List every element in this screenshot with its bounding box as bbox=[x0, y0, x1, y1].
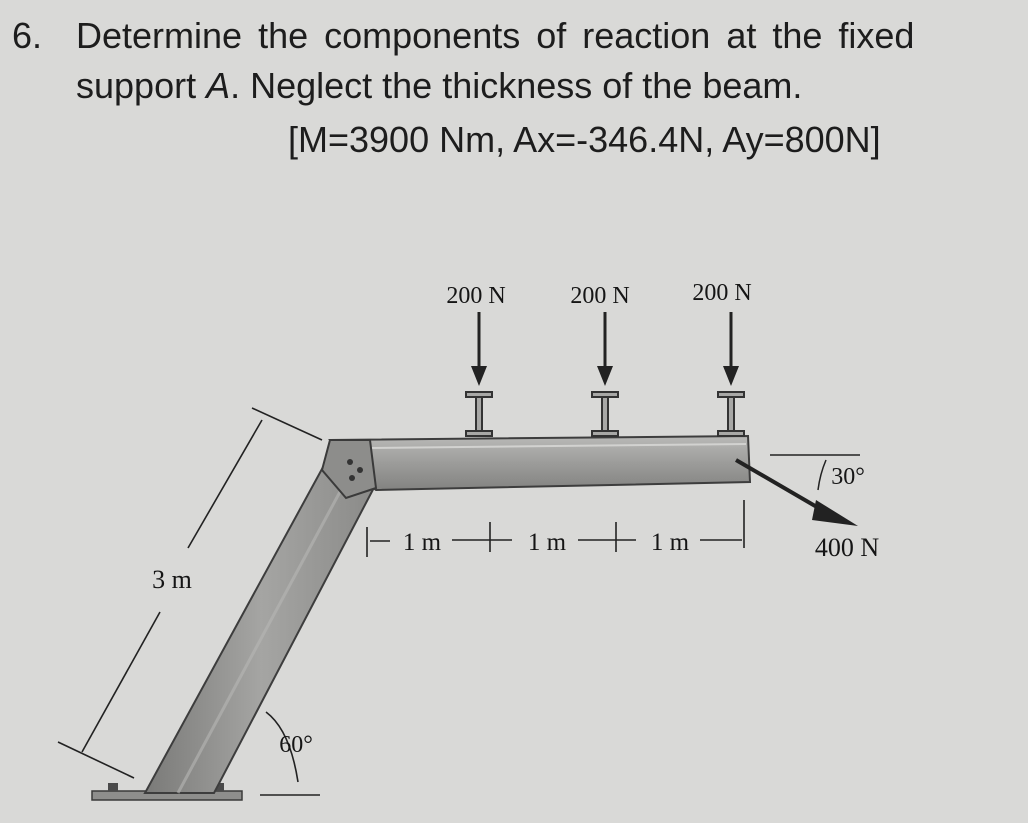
column-angle-label: 60° bbox=[279, 732, 313, 758]
span-label-2: 1 m bbox=[528, 529, 567, 556]
column-angle-marker bbox=[260, 711, 320, 796]
span-dimension bbox=[366, 500, 745, 557]
question-text-line2-post: . Neglect the thickness of the beam. bbox=[230, 65, 803, 106]
question-text-line1: Determine the components of reaction at … bbox=[76, 15, 915, 56]
force-angle-label: 30° bbox=[831, 464, 865, 490]
span-label-1: 1 m bbox=[403, 529, 442, 556]
span-label-3: 1 m bbox=[651, 529, 690, 556]
column-dimension bbox=[57, 407, 323, 779]
column-length-label: 3 m bbox=[152, 565, 192, 594]
load-posts bbox=[465, 391, 745, 437]
support-label-inline: A bbox=[206, 65, 231, 106]
question-number: 6. bbox=[12, 15, 43, 56]
load-arrows bbox=[471, 312, 739, 386]
load-label-1: 200 N bbox=[446, 283, 505, 309]
question-text-line2-pre: support bbox=[76, 65, 207, 106]
answer-key: [M=3900 Nm, Ax=-346.4N, Ay=800N] bbox=[288, 119, 881, 160]
corner-joint bbox=[320, 439, 378, 500]
force-value-label: 400 N bbox=[815, 533, 880, 562]
load-label-2: 200 N bbox=[570, 283, 629, 309]
load-label-3: 200 N bbox=[692, 280, 751, 306]
question-text-line2: support A. Neglect the thickness of the … bbox=[76, 64, 802, 108]
inclined-force-arrow bbox=[734, 454, 860, 526]
inclined-column bbox=[143, 445, 380, 794]
